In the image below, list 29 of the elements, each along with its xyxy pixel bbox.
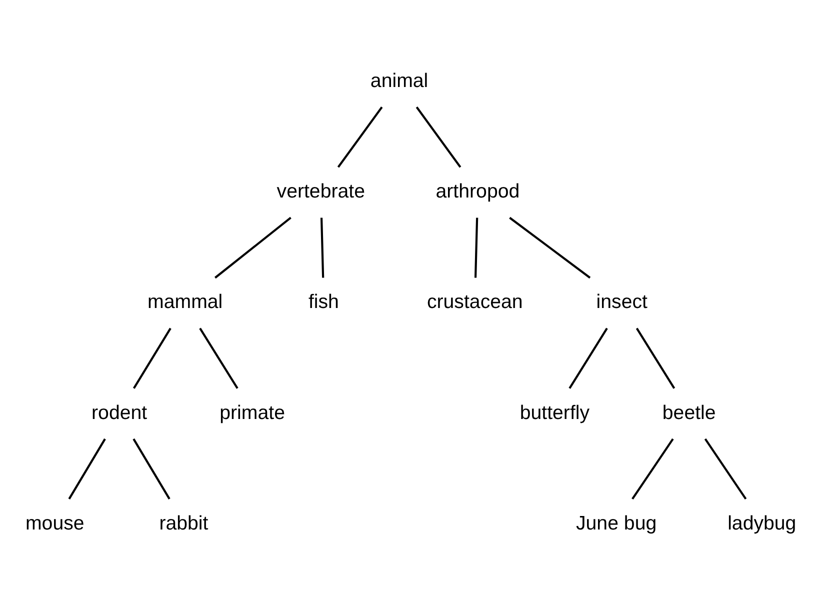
node-text: beetle [662, 402, 716, 424]
connector [132, 438, 170, 500]
node-text: vertebrate [276, 180, 366, 203]
connector [132, 328, 172, 389]
connector [214, 216, 292, 279]
node-text: arthropod [436, 180, 520, 203]
node-text: primate [220, 402, 285, 424]
node-text: June bug [576, 512, 657, 534]
connector [416, 106, 462, 168]
connector [199, 328, 238, 389]
node-text: butterfly [520, 402, 590, 424]
connector [474, 218, 478, 278]
node-text: rodent [92, 402, 148, 424]
node-text: insect [596, 291, 648, 314]
connector [320, 218, 324, 278]
node-text: animal [370, 70, 428, 92]
connector [704, 438, 747, 500]
node-text: fish [308, 291, 339, 314]
node-text: mammal [148, 291, 223, 314]
node-text: rabbit [159, 512, 208, 534]
node-text: crustacean [426, 291, 523, 314]
connector [337, 106, 383, 168]
node-text: mouse [25, 512, 84, 534]
node-text: ladybug [728, 512, 796, 534]
connector [509, 216, 591, 279]
connector [636, 328, 676, 389]
connector [568, 328, 608, 389]
connector [68, 438, 106, 500]
connector [632, 438, 674, 500]
